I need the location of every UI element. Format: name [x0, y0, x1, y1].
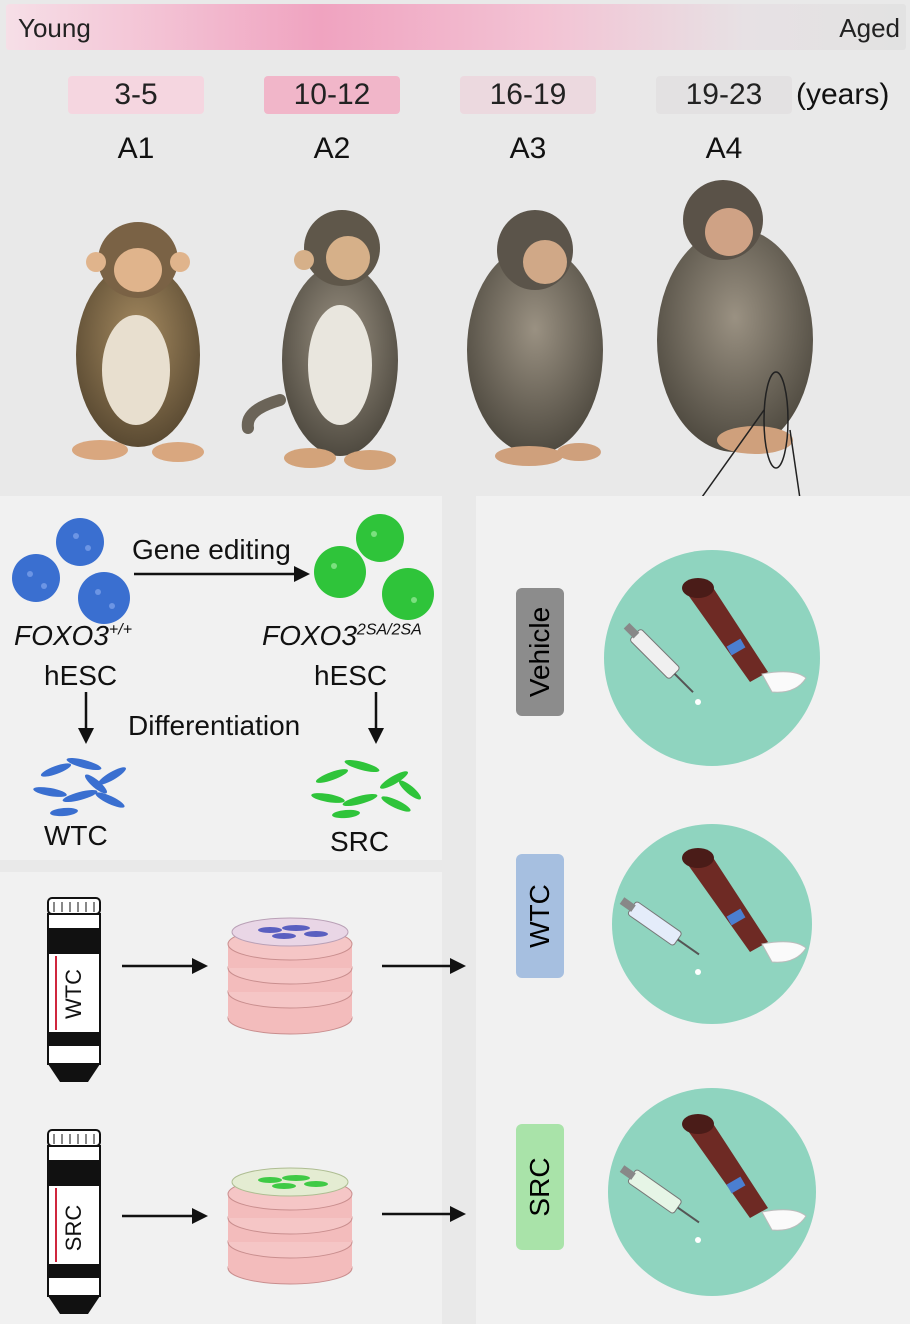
src-injection-circle	[608, 1088, 816, 1296]
wtc-injection-circle	[612, 824, 812, 1024]
edited-genotype-label: FOXO32SA/2SA	[262, 620, 422, 651]
age-range-pill-a1: 3-5	[68, 76, 204, 114]
cell-culture-graphics	[47, 897, 466, 1314]
hand-icon	[761, 1209, 807, 1231]
age-unit-label: (years)	[796, 78, 890, 111]
aged-label: Aged	[839, 13, 900, 43]
hesc-label-left: hESC	[44, 660, 118, 691]
wtc-product-label: WTC	[44, 820, 108, 851]
differentiation-label: Differentiation	[128, 710, 301, 741]
age-range-pill-a3: 16-19	[460, 76, 596, 114]
wtc-culture-dish-stack-icon	[227, 917, 353, 1035]
src-treatment-label: SRC	[516, 1124, 564, 1250]
hand-icon	[761, 941, 807, 963]
age-range-pill-a2: 10-12	[264, 76, 400, 114]
age-gradient-bar: Young Aged	[6, 4, 906, 50]
age-range-pill-a4: 19-23	[656, 76, 792, 114]
wild-type-genotype-label: FOXO3+/+	[14, 620, 133, 651]
group-label-a3: A3	[509, 132, 547, 165]
vehicle-injection-circle	[604, 550, 820, 766]
monkey-a3-icon	[467, 210, 603, 466]
monkey-a2-icon	[241, 210, 398, 470]
hand-icon	[761, 671, 807, 693]
gene-editing-graphics	[12, 514, 434, 819]
syringe-icon	[623, 622, 694, 693]
monkey-a1-icon	[72, 222, 204, 462]
src-culture-dish-stack-icon	[227, 1167, 353, 1285]
src-product-label: SRC	[330, 826, 390, 857]
young-label: Young	[18, 13, 91, 43]
injection-illustrations	[604, 550, 820, 1296]
syringe-icon	[619, 1165, 700, 1224]
arm-icon	[686, 856, 768, 952]
wtc-treatment-label: WTC	[516, 854, 564, 978]
arm-icon	[686, 1122, 768, 1218]
syringe-icon	[619, 897, 700, 956]
wtc-cryovial-icon	[47, 897, 101, 1082]
wtc-cells-icon	[33, 757, 126, 817]
hesc-label-right: hESC	[314, 660, 388, 691]
src-cells-icon	[311, 759, 422, 819]
monkey-a4-icon	[657, 180, 813, 454]
src-cryovial-icon	[47, 1129, 101, 1314]
src-vial-label: SRC	[61, 1204, 86, 1252]
wtc-vial-label: WTC	[61, 968, 86, 1020]
edited-hesc-cluster-icon	[314, 514, 434, 620]
vehicle-treatment-label: Vehicle	[516, 588, 564, 716]
monkey-illustrations	[72, 180, 823, 651]
group-label-a1: A1	[117, 132, 155, 165]
group-label-a2: A2	[313, 132, 351, 165]
arm-icon	[686, 586, 768, 682]
group-label-a4: A4	[705, 132, 743, 165]
wild-type-hesc-cluster-icon	[12, 518, 130, 624]
gene-editing-label: Gene editing	[132, 534, 291, 565]
